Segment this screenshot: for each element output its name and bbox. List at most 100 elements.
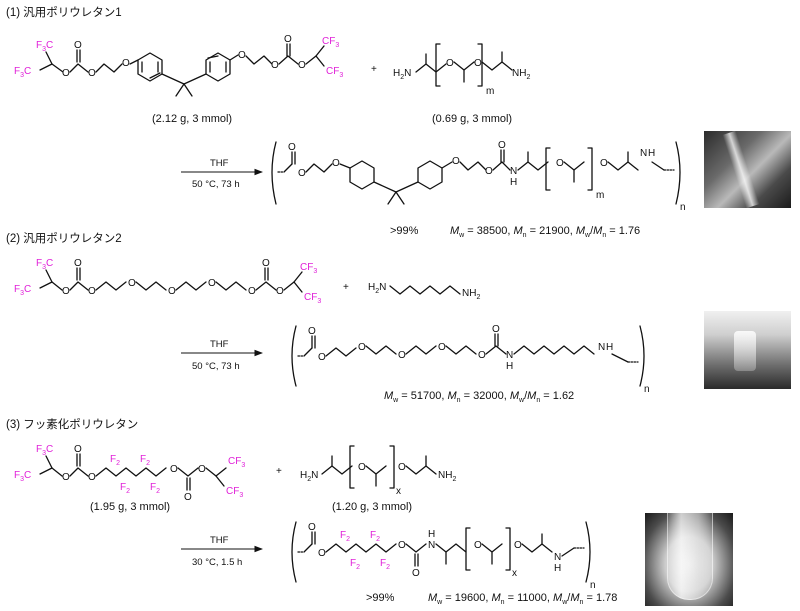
svg-text:NH2: NH2	[462, 288, 480, 301]
o-atom: O	[62, 286, 70, 297]
section-1-reactant-2-amount: (0.69 g, 3 mmol)	[432, 113, 512, 125]
svg-text:F3C: F3C	[36, 258, 53, 271]
o-atom: O	[298, 60, 306, 71]
o-atom: O	[184, 492, 192, 503]
h-atom: H	[510, 177, 517, 188]
section-1-header: (1) 汎用ポリウレタン1	[6, 5, 122, 19]
polymer-drape-highlight	[734, 331, 756, 371]
o-atom: O	[474, 540, 482, 551]
svg-text:CF3: CF3	[304, 292, 321, 305]
plus-sign: +	[371, 64, 377, 75]
plus-sign: +	[276, 466, 282, 477]
o-atom: O	[452, 156, 460, 167]
o-atom: O	[74, 444, 82, 455]
polymer-subscript: n	[590, 580, 596, 591]
o-atom: O	[284, 34, 292, 45]
section-3-reactant-2: H2N O x O NH2	[300, 445, 456, 497]
n-atom: N	[506, 350, 513, 361]
repeat-subscript: m	[486, 86, 494, 97]
section-2-header: (2) 汎用ポリウレタン2	[6, 231, 122, 245]
section-3-reactant-1-amount: (1.95 g, 3 mmol)	[90, 501, 170, 513]
o-atom: O	[128, 278, 136, 289]
svg-text:CF3: CF3	[226, 486, 243, 499]
o-atom: O	[485, 166, 493, 177]
o-atom: O	[446, 58, 454, 69]
o-atom: O	[308, 522, 316, 533]
o-atom: O	[74, 258, 82, 269]
n-atom: N	[554, 552, 561, 563]
o-atom: O	[276, 286, 284, 297]
svg-text:F2: F2	[380, 558, 390, 571]
svg-text:H2N: H2N	[300, 470, 318, 483]
section-1-mw-line: Mw = 38500, Mn = 21900, Mw/Mn = 1.76	[450, 225, 640, 239]
section-1-solvent: THF	[210, 158, 229, 169]
section-3-mw-line: Mw = 19600, Mn = 11000, Mw/Mn = 1.78	[428, 592, 617, 606]
section-3-solvent: THF	[210, 535, 229, 546]
cf3-group: F3C	[36, 40, 53, 53]
n-atom: N	[428, 540, 435, 551]
svg-text:CF3: CF3	[300, 262, 317, 275]
test-tube	[667, 513, 713, 600]
o-atom: O	[478, 350, 486, 361]
o-atom: O	[308, 326, 316, 337]
section-1-yield: >99%	[390, 225, 419, 237]
o-atom: O	[474, 58, 482, 69]
n-atom: N	[510, 166, 517, 177]
o-atom: O	[398, 540, 406, 551]
section-1-reactant-1-amount: (2.12 g, 3 mmol)	[152, 113, 232, 125]
section-2-mw-line: Mw = 51700, Mn = 32000, Mw/Mn = 1.62	[384, 390, 574, 404]
section-3-conditions: 30 °C, 1.5 h	[192, 557, 242, 568]
repeat-subscript: x	[512, 568, 517, 579]
o-atom: O	[198, 464, 206, 475]
o-atom: O	[358, 462, 366, 473]
o-atom: O	[298, 168, 306, 179]
section-3-reactant-2-amount: (1.20 g, 3 mmol)	[332, 501, 412, 513]
svg-text:F3C: F3C	[14, 470, 31, 483]
section-3-sample-photo	[645, 513, 733, 606]
o-atom: O	[271, 60, 279, 71]
o-atom: O	[398, 350, 406, 361]
section-2-sample-photo	[704, 311, 791, 389]
section-3-reactant-1: F3C F3C O O O F2 F2 F2 F2 O O O CF3 CF3	[14, 444, 245, 503]
svg-text:F2: F2	[150, 482, 160, 495]
svg-text:H2N: H2N	[393, 68, 411, 81]
o-atom: O	[498, 140, 506, 151]
h-atom: H	[428, 529, 435, 540]
o-atom: O	[318, 352, 326, 363]
o-atom: O	[88, 286, 96, 297]
o-atom: O	[398, 462, 406, 473]
o-atom: O	[262, 258, 270, 269]
o-atom: O	[88, 68, 96, 79]
glass-stream-highlight	[722, 131, 760, 208]
cf3-group: F3C	[14, 66, 31, 79]
section-1-reactant-1: F3C F3C O O O O O O O O	[14, 34, 343, 97]
o-atom: O	[168, 286, 176, 297]
section-3-yield: >99%	[366, 592, 395, 604]
repeat-subscript: m	[596, 190, 604, 201]
svg-text:H2N: H2N	[368, 282, 386, 295]
polymer-subscript: n	[680, 202, 686, 213]
section-2-solvent: THF	[210, 339, 229, 350]
section-2-reactant-1: F3C F3C O O O O O O O O O CF3 CF3	[14, 258, 321, 305]
o-atom: O	[438, 342, 446, 353]
o-atom: O	[74, 40, 82, 51]
section-2-conditions: 50 °C, 73 h	[192, 361, 240, 372]
svg-text:F2: F2	[140, 454, 150, 467]
o-atom: O	[318, 548, 326, 559]
o-atom: O	[122, 58, 130, 69]
o-atom: O	[248, 286, 256, 297]
o-atom: O	[556, 158, 564, 169]
o-atom: O	[208, 278, 216, 289]
o-atom: O	[288, 142, 296, 153]
o-atom: O	[62, 68, 70, 79]
h-atom: H	[648, 148, 655, 159]
h-atom: H	[554, 563, 561, 574]
svg-text:F2: F2	[370, 530, 380, 543]
section-3-product: O O F2 F2 F2 F2 O O N H O x O N H n	[291, 521, 596, 591]
o-atom: O	[514, 540, 522, 551]
svg-text:NH2: NH2	[438, 470, 456, 483]
plus-sign: +	[343, 282, 349, 293]
section-2-product: O O O O O O O N H N H n	[291, 324, 650, 395]
svg-text:F3C: F3C	[14, 284, 31, 297]
